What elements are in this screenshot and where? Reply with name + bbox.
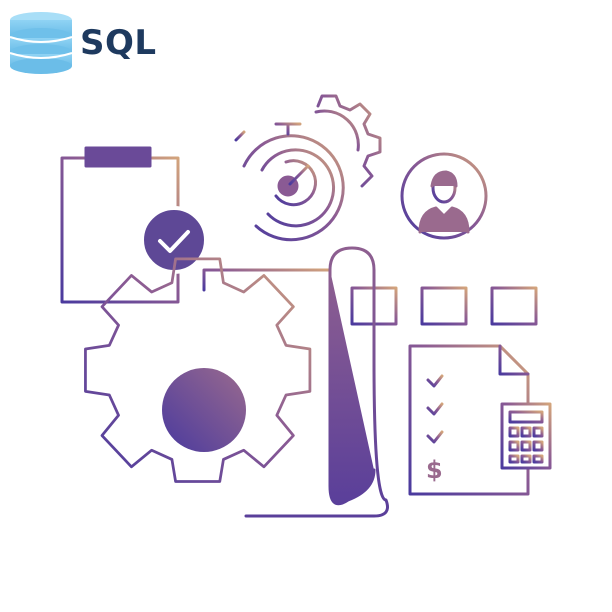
calculator-icon xyxy=(500,402,552,470)
stopwatch-icon xyxy=(198,122,345,242)
user-profile-icon xyxy=(400,152,488,240)
clipboard-checklist-icon xyxy=(60,146,180,304)
dollar-sign-icon: $ xyxy=(426,456,443,484)
small-gear-icon xyxy=(314,94,382,188)
sql-logo: SQL xyxy=(8,10,157,76)
logo-text: SQL xyxy=(80,23,157,63)
checkmark-badge-icon xyxy=(140,206,208,274)
blueprint-scroll-icon xyxy=(244,246,389,518)
large-gear-icon xyxy=(84,257,312,483)
database-icon xyxy=(9,12,73,74)
org-chart-icon xyxy=(350,236,538,326)
